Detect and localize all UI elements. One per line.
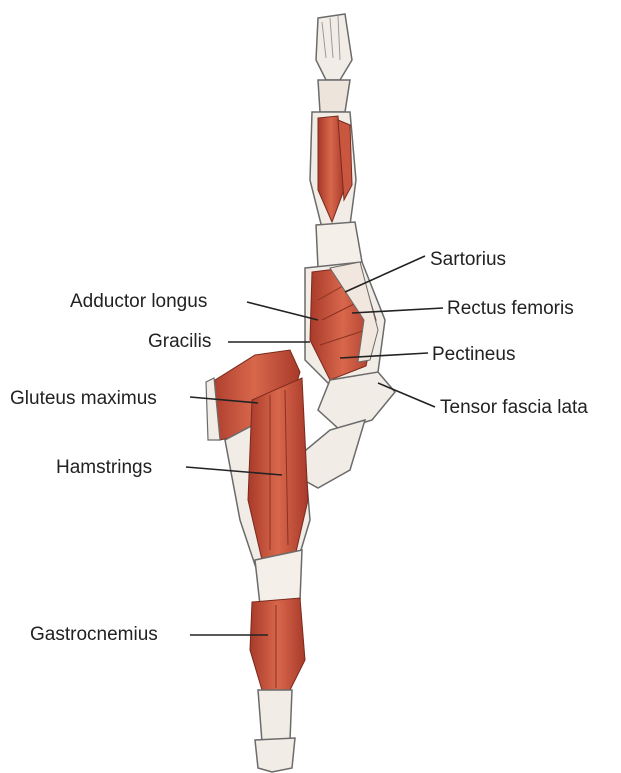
gastrocnemius-muscle [250, 598, 305, 690]
raised-foot [316, 14, 352, 80]
hamstring-muscles [248, 378, 308, 560]
label-rectus-femoris: Rectus femoris [447, 299, 574, 318]
label-adductor-longus: Adductor longus [70, 292, 207, 311]
label-gracilis: Gracilis [148, 332, 211, 351]
hip-region [318, 372, 395, 430]
label-hamstrings: Hamstrings [56, 458, 152, 477]
raised-knee [316, 222, 362, 268]
label-pectineus: Pectineus [432, 345, 515, 364]
standing-knee [255, 550, 302, 605]
label-gastrocnemius: Gastrocnemius [30, 625, 158, 644]
standing-foot [255, 738, 295, 772]
standing-leg [206, 350, 310, 772]
label-tensor-fascia-lata: Tensor fascia lata [440, 398, 588, 417]
raised-leg [300, 14, 395, 488]
label-gluteus-maximus: Gluteus maximus [10, 389, 157, 408]
label-sartorius: Sartorius [430, 250, 506, 269]
